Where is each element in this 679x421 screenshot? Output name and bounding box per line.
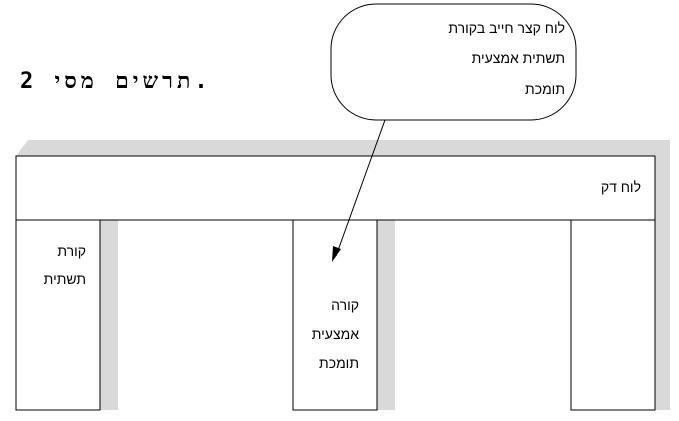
middle-beam-label-2: אמצעית [311,326,359,342]
callout-line-3: תומכת [525,81,565,97]
left-beam-label-1: קורת [57,243,86,259]
deck-label: לוח דק [600,179,641,195]
right-beam [570,219,656,411]
deck-board [15,155,656,221]
left-beam-label-2: תשתית [43,271,86,287]
callout-line-1: לוח קצר חייב בקורת [448,20,565,36]
middle-beam-label-3: תומכת [319,355,359,371]
callout-arrow [335,119,386,257]
left-beam [15,219,101,411]
callout-line-2: תשתית אמצעית [471,50,565,66]
arrow-head [332,246,341,262]
right-beam-shadow [655,220,670,410]
left-beam-shadow [100,220,118,410]
figure-title: תרשים מסי 2. [20,69,212,94]
middle-beam-label-1: קורה [331,297,359,313]
callout-bubble [330,3,577,121]
middle-beam-shadow [377,220,395,410]
